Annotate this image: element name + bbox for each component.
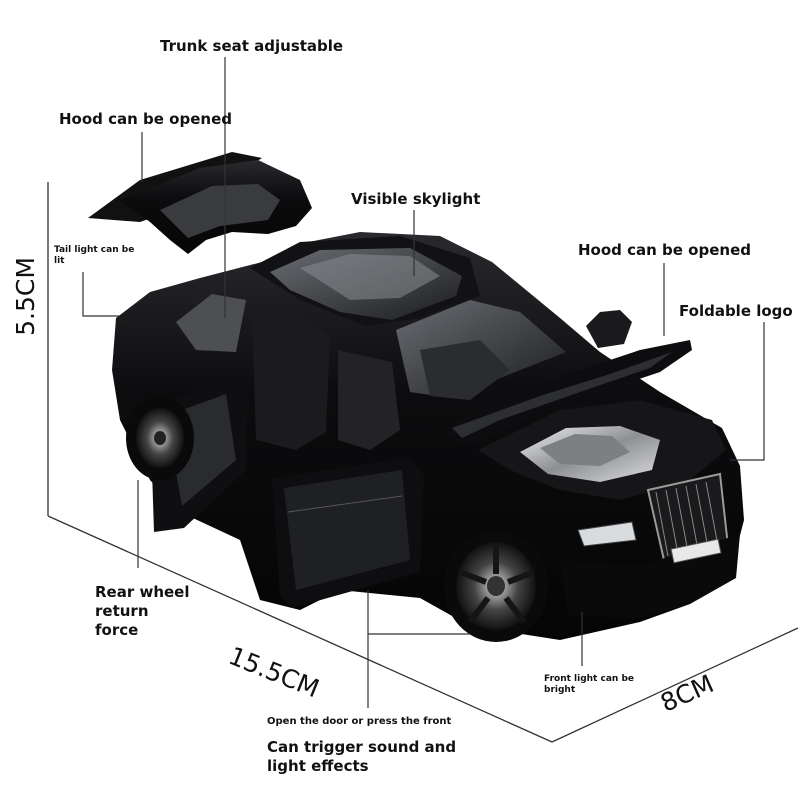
rear-wheel — [126, 396, 194, 480]
dimension-height: 5.5CM — [10, 257, 40, 336]
label-foldable-logo: Foldable logo — [679, 302, 793, 320]
front-wheel — [444, 530, 548, 642]
label-skylight: Visible skylight — [351, 190, 481, 208]
tailgate — [88, 152, 312, 254]
callout-lines — [82, 57, 765, 708]
label-hood-right: Hood can be opened — [578, 241, 751, 259]
car-body — [112, 232, 744, 640]
label-hood-left: Hood can be opened — [59, 110, 232, 128]
label-trigger-sound: Can trigger sound and light effects — [267, 738, 457, 775]
dimension-lines — [47, 182, 799, 743]
label-trunk-seat: Trunk seat adjustable — [160, 37, 344, 55]
label-rear-wheel: Rear wheel return force — [95, 583, 190, 639]
label-tail-light: Tail light can be lit — [54, 245, 135, 267]
label-front-light: Front light can be bright — [544, 674, 634, 696]
label-open-door: Open the door or press the front — [267, 716, 452, 727]
